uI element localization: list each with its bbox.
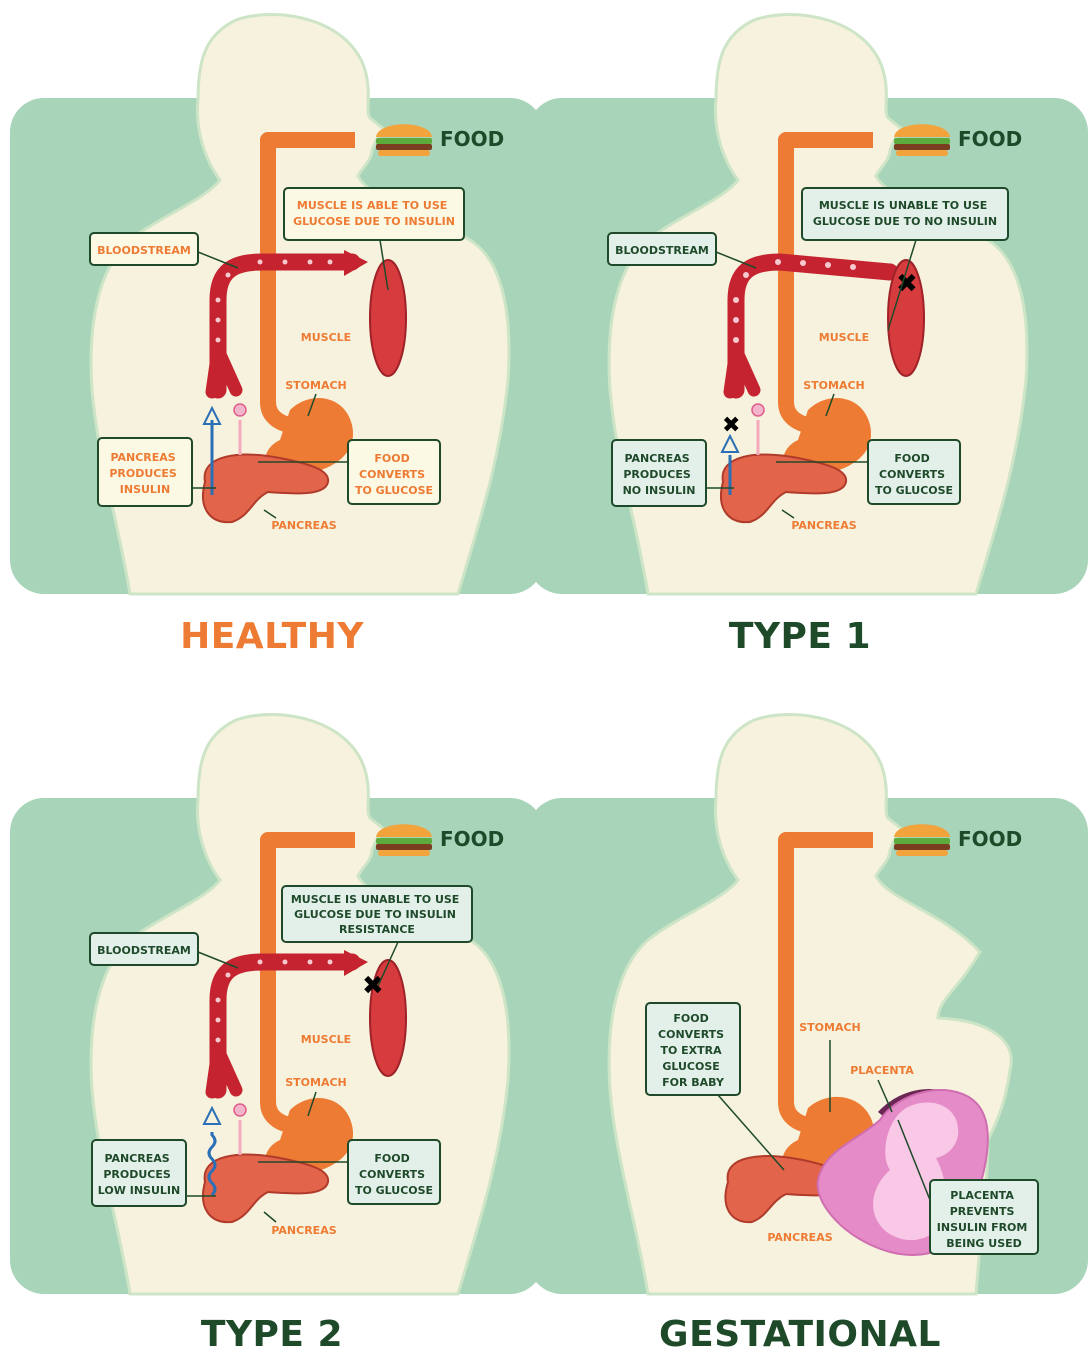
pancreas-label: PANCREAS [791, 519, 856, 532]
caption-type2: TYPE 2 [120, 1314, 424, 1355]
muscle-label: MUSCLE [301, 331, 351, 344]
muscle-label: MUSCLE [819, 331, 869, 344]
bloodstream-label: BLOODSTREAM [97, 944, 191, 957]
pancreas-note: PANCREAS PRODUCES NO INSULIN [623, 452, 696, 497]
pancreas-label: PANCREAS [271, 1224, 336, 1237]
stomach-label: STOMACH [285, 379, 347, 392]
panel-type2: ✖ FOOD MUSCLE IS UNABLE TO USE GLUCOSE D… [0, 700, 544, 1300]
no-insulin-icon: ✖ [722, 413, 740, 438]
muscle-note-box [284, 188, 464, 240]
muscle-note-box [802, 188, 1008, 240]
food-burger-icon [894, 124, 950, 156]
pancreas-note: PANCREAS PRODUCES INSULIN [109, 451, 180, 496]
type2-diagram: ✖ FOOD MUSCLE IS UNABLE TO USE GLUCOSE D… [0, 700, 544, 1300]
stomach-label: STOMACH [285, 1076, 347, 1089]
food-burger-icon [894, 824, 950, 856]
glucose-icon [234, 1104, 246, 1116]
stomach-label: STOMACH [803, 379, 865, 392]
panel-gestational: FOOD STOMACH PLACENTA FOOD CONVERTS TO E… [518, 700, 1088, 1300]
panel-healthy: FOOD MUSCLE IS ABLE TO USE GLUCOSE DUE T… [0, 0, 544, 600]
food-label: FOOD [958, 127, 1022, 151]
muscle-organ [370, 260, 406, 376]
stomach-label: STOMACH [799, 1021, 861, 1034]
pancreas-label: PANCREAS [767, 1231, 832, 1244]
gestational-diagram: FOOD STOMACH PLACENTA FOOD CONVERTS TO E… [518, 700, 1088, 1300]
type1-diagram: ✖ ✖ FOOD MUSCLE IS UNABLE TO USE GLUCOSE… [518, 0, 1088, 600]
glucose-icon [752, 404, 764, 416]
glucose-icon [234, 404, 246, 416]
muscle-label: MUSCLE [301, 1033, 351, 1046]
panel-type1: ✖ ✖ FOOD MUSCLE IS UNABLE TO USE GLUCOSE… [518, 0, 1088, 600]
caption-gestational: GESTATIONAL [630, 1314, 970, 1355]
food-label: FOOD [440, 127, 504, 151]
food-label: FOOD [958, 827, 1022, 851]
blocked-muscle-icon: ✖ [362, 971, 384, 1001]
caption-healthy: HEALTHY [120, 616, 424, 657]
food-burger-icon [376, 824, 432, 856]
pancreas-note: PANCREAS PRODUCES LOW INSULIN [98, 1152, 180, 1197]
pancreas-label: PANCREAS [271, 519, 336, 532]
food-burger-icon [376, 124, 432, 156]
bloodstream-label: BLOODSTREAM [97, 244, 191, 257]
food-label: FOOD [440, 827, 504, 851]
healthy-diagram: FOOD MUSCLE IS ABLE TO USE GLUCOSE DUE T… [0, 0, 544, 600]
bloodstream-label: BLOODSTREAM [615, 244, 709, 257]
caption-type1: TYPE 1 [650, 616, 950, 657]
placenta-label: PLACENTA [850, 1064, 914, 1077]
